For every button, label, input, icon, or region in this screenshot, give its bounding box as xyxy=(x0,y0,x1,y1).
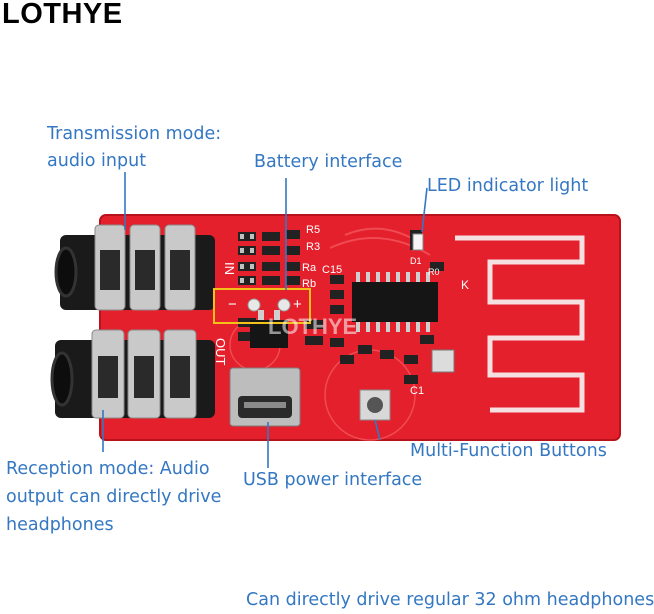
pcb-label-c1: C1 xyxy=(410,385,424,397)
battery-pad-negative xyxy=(247,298,261,312)
pcb-label-r0: R0 xyxy=(428,267,440,277)
callout-reception-mode: Reception mode: Audio output can directl… xyxy=(6,459,222,535)
callout-battery-interface: Battery interface xyxy=(254,152,403,172)
pcb-label-ra: Ra xyxy=(302,262,317,274)
regulator-chip xyxy=(250,320,288,348)
battery-highlight-box xyxy=(213,288,311,324)
battery-minus-mark: − xyxy=(228,296,237,313)
pcb-label-k: K xyxy=(461,278,469,292)
pcb-label-rb: Rb xyxy=(302,278,316,290)
watermark: LOTHYE xyxy=(268,314,357,339)
main-ic-chip xyxy=(352,272,438,332)
brand-logo: LOTHYE xyxy=(2,0,123,30)
battery-pad-positive xyxy=(277,298,291,312)
pcb-label-r3: R3 xyxy=(306,241,320,253)
audio-jack-in xyxy=(54,224,215,311)
callout-pointers xyxy=(102,172,428,468)
led xyxy=(412,233,424,251)
battery-plus-mark: + xyxy=(293,296,302,313)
pcb-photo: IN OUT R5 R3 Ra Rb C15 C1 D1 R0 K − + LO… xyxy=(50,172,621,468)
callout-usb-power: USB power interface xyxy=(243,470,423,490)
callout-transmission-mode: Transmission mode: audio input xyxy=(47,124,222,171)
antenna-trace xyxy=(455,235,585,413)
pcb-label-d1: D1 xyxy=(410,256,422,266)
usb-port xyxy=(229,367,301,427)
audio-jack-out xyxy=(50,329,215,419)
crystal xyxy=(431,349,455,373)
footer-caption: Can directly drive regular 32 ohm headph… xyxy=(246,590,654,610)
pcb-label-r5: R5 xyxy=(306,224,320,236)
pcb-label-c15: C15 xyxy=(322,264,342,276)
callout-led-indicator: LED indicator light xyxy=(427,176,589,196)
multi-function-button xyxy=(359,389,391,421)
callout-multi-function-buttons: Multi-Function Buttons xyxy=(410,441,607,461)
pcb-label-out: OUT xyxy=(213,338,228,366)
pcb-label-in: IN xyxy=(222,262,237,275)
